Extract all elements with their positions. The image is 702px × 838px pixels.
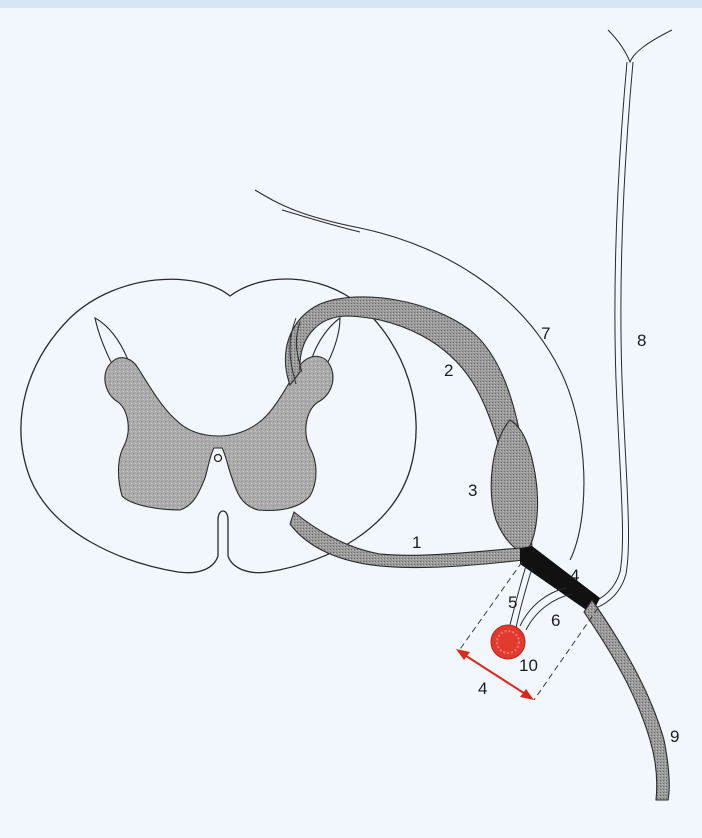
label-1: 1 — [412, 533, 421, 552]
nerve-7-inner — [282, 210, 360, 232]
label-4: 4 — [570, 566, 579, 585]
nerve-8-trunk-b — [590, 62, 633, 610]
label-7: 7 — [541, 324, 550, 343]
label-8: 8 — [637, 331, 646, 350]
label-6: 6 — [551, 611, 560, 630]
label-segment-length: 4 — [478, 679, 487, 698]
nerve-9 — [584, 600, 669, 800]
ventral-root-1 — [290, 512, 524, 568]
spinal-nerve-trunk — [520, 546, 600, 614]
dorsal-horn-left-tip — [95, 318, 128, 364]
label-3: 3 — [468, 481, 477, 500]
label-5: 5 — [508, 593, 517, 612]
dashed-guide-right — [534, 608, 598, 700]
label-10: 10 — [519, 656, 538, 675]
central-canal — [215, 455, 222, 462]
grey-matter — [105, 356, 333, 510]
spinal-cord-outline — [21, 279, 416, 573]
label-9: 9 — [670, 727, 679, 746]
label-2: 2 — [444, 361, 453, 380]
nerve-8 — [608, 30, 672, 62]
dorsal-root-ganglion-3 — [491, 420, 537, 552]
